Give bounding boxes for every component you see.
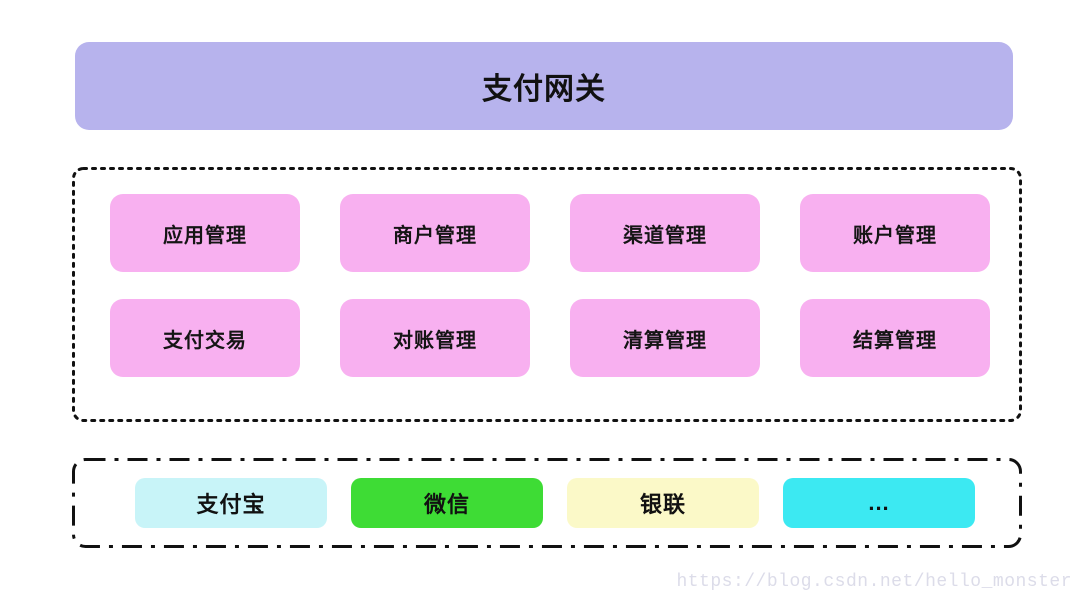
- channel-alipay: 支付宝: [135, 478, 327, 528]
- modules-container: 应用管理 商户管理 渠道管理 账户管理 支付交易 对账管理 清算管理 结算管理: [72, 167, 1022, 422]
- module-settlement-management: 结算管理: [800, 299, 990, 377]
- module-account-management: 账户管理: [800, 194, 990, 272]
- module-clearing-management: 清算管理: [570, 299, 760, 377]
- dotted-border: [72, 167, 1022, 422]
- channel-wechat: 微信: [351, 478, 543, 528]
- module-channel-management: 渠道管理: [570, 194, 760, 272]
- module-reconciliation: 对账管理: [340, 299, 530, 377]
- payment-gateway-banner: 支付网关: [75, 42, 1013, 130]
- dash-dot-border: [72, 458, 1022, 548]
- module-merchant-management: 商户管理: [340, 194, 530, 272]
- watermark-url: https://blog.csdn.net/hello_monster: [676, 572, 1072, 592]
- module-payment-transaction: 支付交易: [110, 299, 300, 377]
- channels-container: 支付宝 微信 银联 ...: [72, 458, 1022, 548]
- channel-unionpay: 银联: [567, 478, 759, 528]
- channel-more: ...: [783, 478, 975, 528]
- module-app-management: 应用管理: [110, 194, 300, 272]
- modules-grid: 应用管理 商户管理 渠道管理 账户管理 支付交易 对账管理 清算管理 结算管理: [72, 167, 1022, 422]
- channels-row: 支付宝 微信 银联 ...: [72, 458, 1022, 548]
